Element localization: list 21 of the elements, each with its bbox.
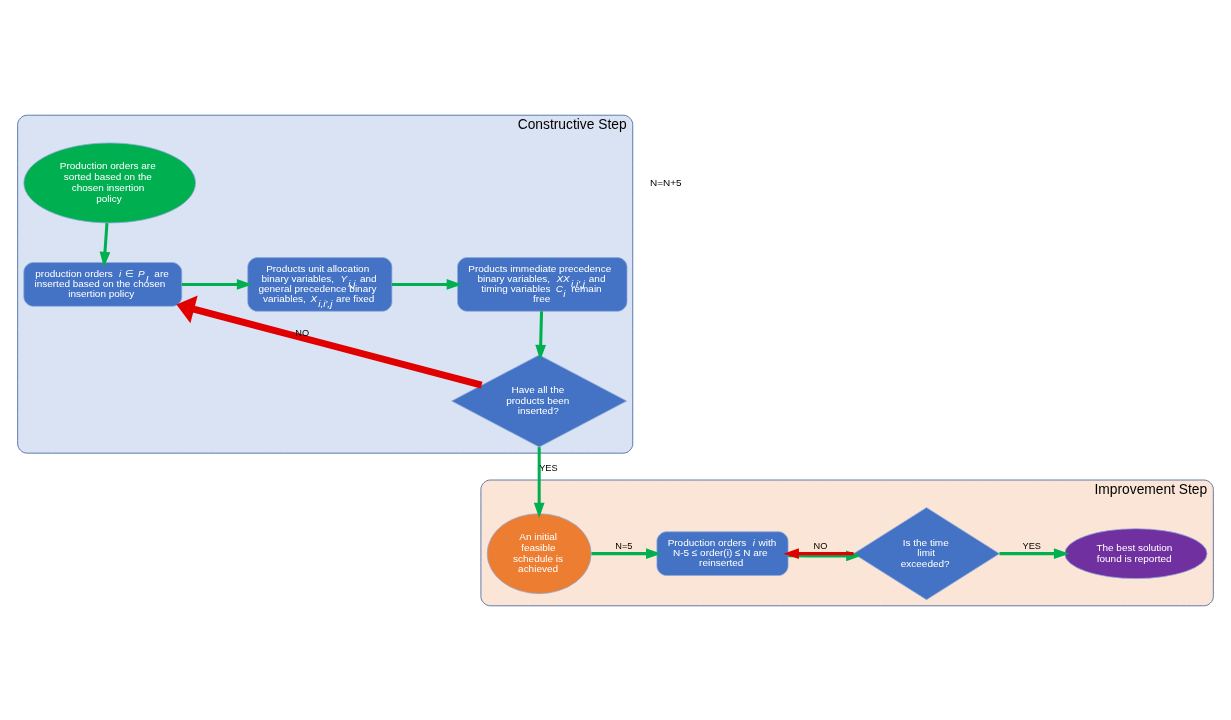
arrow (99, 222, 111, 267)
arrow (535, 310, 547, 360)
node-diamond: Have all the products been inserted? (451, 354, 627, 447)
arrow (533, 446, 545, 518)
arrow (591, 547, 662, 559)
edge-label: NO (813, 540, 828, 551)
arrow (391, 278, 463, 290)
arrow (788, 550, 862, 561)
edge-label: NO (295, 327, 310, 338)
node-box: Production orders i with N-5 ≤ order(i) ≤ N are reinserted (656, 530, 789, 576)
arrow (999, 547, 1070, 559)
node-ellipse: Production orders are sorted based on the chosen insertion policy (23, 142, 196, 223)
arrow (783, 547, 854, 559)
node-ellipse: The best solution found is reported (1064, 527, 1208, 579)
edge-label: N=5 (615, 540, 633, 551)
node-ellipse: An initial feasible schedule is achieved (486, 512, 592, 594)
node-diamond: Is the time limit exceeded? (853, 506, 1000, 600)
arrow (181, 278, 253, 290)
edge-label: YES (1022, 540, 1041, 551)
arrow (176, 294, 483, 388)
label: N=N+5 (650, 176, 682, 188)
